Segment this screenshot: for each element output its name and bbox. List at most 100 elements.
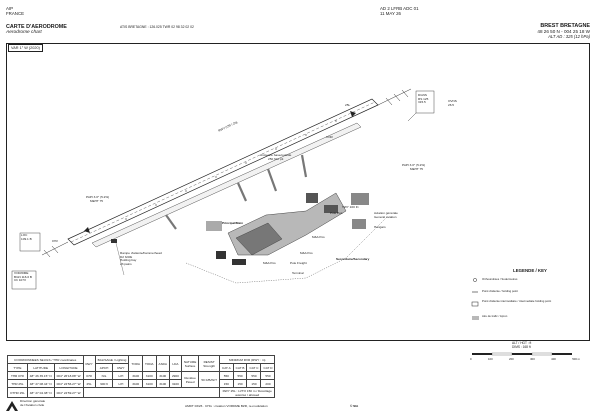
- table-cell: 004° 24'59.27" W: [53, 387, 84, 398]
- scale-tick: 300: [530, 357, 535, 361]
- chart-title: CARTE D'AERODROME Aerodrome chart: [6, 24, 67, 35]
- legend-title: LEGENDE / KEY: [513, 268, 547, 273]
- table-cell: 3100: [128, 371, 143, 380]
- legend-circle-icon: [473, 278, 477, 282]
- dgac-logo: [6, 398, 18, 411]
- aerodrome-block: BREST BRETAGNE 48 26 50 N - 004 25 18 W …: [280, 23, 590, 39]
- label-pos-1: Pole Pos: [330, 211, 343, 215]
- table-head-type: TYPE: [7, 363, 28, 372]
- label-pos-2: M&A Pos: [263, 261, 276, 265]
- table-cell: 3100: [155, 371, 170, 380]
- runway-table: COORDONNEES SEUILS / THR coordinates RWY…: [7, 355, 276, 398]
- security-line: [185, 217, 387, 284]
- aerodrome-alt: ALT AD : 325 (12 hPa): [548, 34, 590, 39]
- table-head-rwy-light: RWY: [112, 363, 130, 372]
- label-terminal: Terminal: [292, 271, 304, 275]
- table-cell: 25L: [82, 379, 96, 388]
- table-cell: 3100: [141, 371, 157, 380]
- approach-lights-07: [41, 241, 69, 258]
- legend-intermediate-icon: [471, 301, 479, 307]
- legend-symbols: [471, 278, 479, 320]
- table-cell: 150: [246, 379, 262, 388]
- legend-apron-icon: [472, 316, 479, 320]
- chart-frame: [6, 43, 590, 341]
- table-cell: 2900: [168, 371, 182, 380]
- holding-bay: [111, 239, 125, 276]
- magnetic-variation: VAR 1° W (2020): [8, 44, 43, 52]
- table-head-rwy: RWY: [82, 355, 96, 372]
- approach-lights-25: [377, 88, 412, 106]
- table-cell: 3100: [155, 379, 170, 388]
- taxiway-parallel: [91, 122, 362, 248]
- table-head-nature: NATURE Surface: [180, 355, 200, 372]
- table-head-asda: ASDA: [155, 355, 170, 372]
- table-cell-nature: Revêtue Paved: [180, 371, 200, 388]
- label-vor: VOR: [326, 135, 333, 139]
- dvor-box: [407, 90, 435, 122]
- footer-right: © SIA: [350, 404, 359, 408]
- table-cell-note: RWY 25L : LVTO 150 m / Décollage autoris…: [218, 387, 276, 398]
- label-twy: TWY 100 Ft: [342, 205, 359, 209]
- table-cell: 200: [260, 379, 276, 388]
- alt-ref-1: ALT / HGT : ft: [512, 341, 532, 345]
- table-cell: 004° 24'56.27" W: [53, 379, 84, 388]
- scale-tick: 500 m: [572, 357, 580, 361]
- label-aviation-generale: Aviation générale General aviation: [374, 211, 398, 219]
- table-cell: THR 25L: [7, 379, 28, 388]
- scale-tick: 400: [551, 357, 556, 361]
- label-papi-07: PAPI 3.0° (5.2%): [86, 195, 110, 199]
- label-secondaire: Secondaire/Secondary: [336, 257, 370, 261]
- loc-box: [19, 232, 41, 252]
- header-date: 11 MAY 26: [380, 11, 401, 17]
- header-country: FRANCE: [6, 11, 25, 17]
- runway-lights: [125, 120, 337, 220]
- table-head-resist: RESIST Strength: [198, 355, 220, 372]
- label-pos-4: M&A Pos: [312, 235, 325, 239]
- thresholds: [84, 111, 356, 233]
- table-cell: OTHR 25L: [7, 387, 28, 398]
- table-cell: NIL: [94, 371, 114, 380]
- label-25l-thr: 25L: [345, 103, 351, 107]
- legend-item-1: Orthoundrées / Sudermetres: [482, 277, 518, 281]
- taxiways: [165, 154, 308, 230]
- label-hangars: Hangars: [374, 225, 386, 229]
- label-ancienne: Ancienne base/outside: [260, 153, 292, 157]
- footer-left-2: de l'Aviation civile: [20, 402, 45, 407]
- table-head-lda: LDA: [168, 355, 182, 372]
- label-dvor: DGNS RS 125 315.5: [418, 93, 429, 105]
- table-cell: 550: [218, 371, 234, 380]
- table-head-lat: LATITUDE: [26, 363, 55, 372]
- scale-tick: 200: [509, 357, 514, 361]
- alt-ref-2: DIMS : 168 ft: [512, 344, 531, 349]
- header-aip: AIP: [6, 6, 14, 11]
- legend-item-2: Point d'attente / holding point: [482, 289, 518, 293]
- label-ovns: OVNS 26.5: [448, 99, 457, 107]
- label-papi-25: PAPI 3.0° (5.2%): [402, 163, 426, 167]
- footer-left: Direction générale de l'Aviation civile: [20, 399, 46, 407]
- table-head-cat-c: CAT C: [246, 363, 262, 372]
- footer-left-1: Direction générale: [20, 399, 46, 403]
- table-head-minimum: MINIMUM RVR (RWY : m): [218, 355, 276, 364]
- label-papi-07-meht: MEHT 75: [90, 199, 104, 203]
- table-cell: 07R: [82, 371, 96, 380]
- header-ref: AD 2 LFRB ADC 01: [380, 6, 419, 11]
- frequency-line: ATIS BRETAGNE : 126.025 TWR 02 98 32 02 …: [120, 25, 194, 29]
- legend: LEGENDE / KEY Orthoundrées / Sudermetres…: [470, 268, 590, 338]
- table-cell: LIH: [112, 379, 130, 388]
- legend-item-4: Aire de trafic / Apron: [482, 314, 508, 318]
- aerodrome-coords: 48 26 50 N - 004 25 18 W: [537, 29, 590, 34]
- label-ancienne-2: 250 ft/m pit: [268, 157, 284, 161]
- header-left: AIP FRANCE: [6, 6, 24, 17]
- header-right: AD 2 LFRB ADC 01 11 MAY 26: [380, 6, 419, 17]
- label-07r-thr: 07R: [52, 239, 58, 243]
- table-head-balisage: BALISAGE / Lighting: [94, 355, 130, 364]
- table-cell: 150: [218, 379, 234, 388]
- table-cell: 48° 27 08.44" N: [26, 379, 55, 388]
- table-cell-resist: 50 F/B/W/T: [198, 371, 220, 388]
- vordme-box: [11, 270, 37, 290]
- alt-ref: ALT / HGT : ft DIMS : 168 ft: [512, 341, 532, 350]
- table-row: OTHR 25L 48° 27 04.38" N 004° 24'59.27" …: [7, 387, 276, 398]
- table-head-cat-d: CAT D: [260, 363, 276, 372]
- aerodrome-name: BREST BRETAGNE: [540, 23, 590, 29]
- table-head-toda: TODA: [141, 355, 157, 372]
